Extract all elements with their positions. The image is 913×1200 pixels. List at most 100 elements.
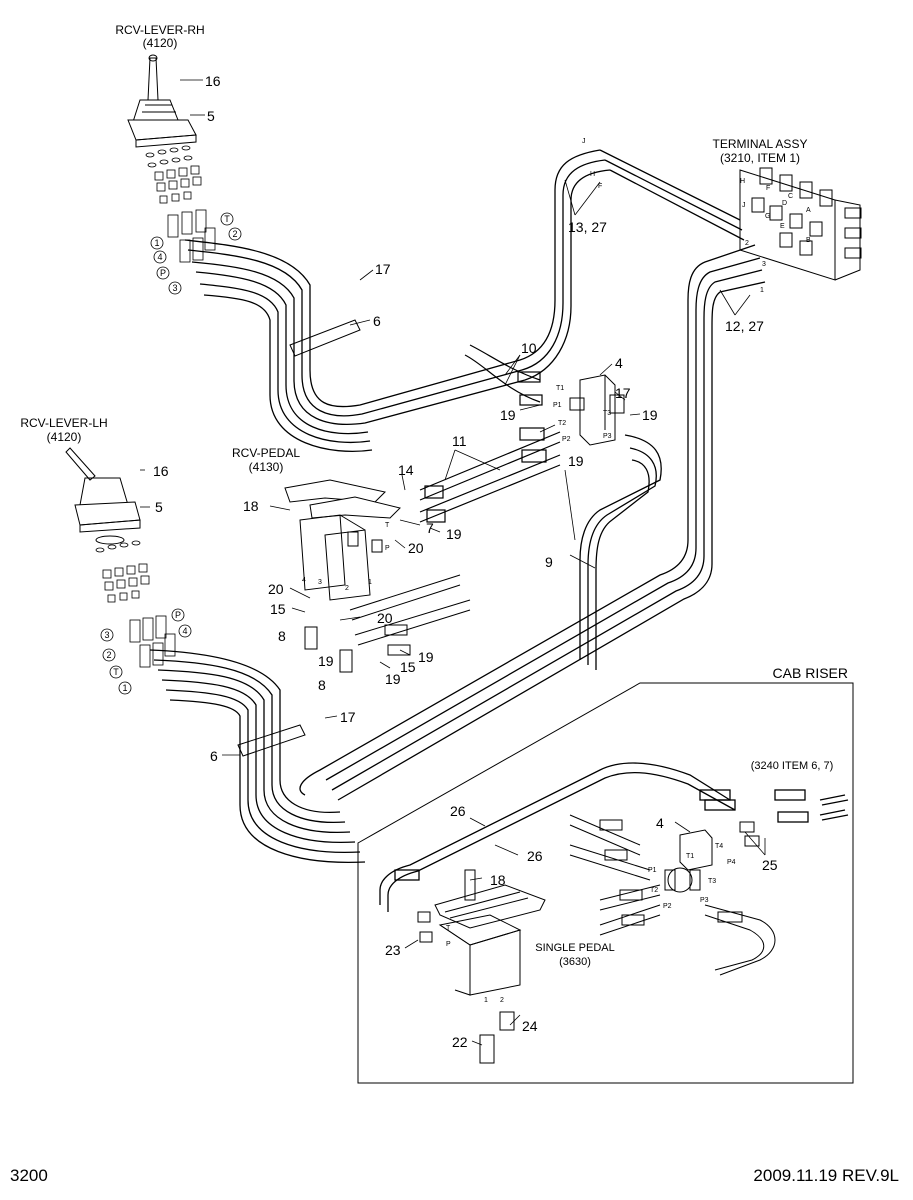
lh-port-circle bbox=[102, 648, 116, 662]
callout-15-a: 15 bbox=[270, 601, 286, 617]
port-t2: T2 bbox=[558, 420, 566, 427]
hose-tag-3: 3 bbox=[762, 261, 766, 268]
block-4 bbox=[569, 374, 625, 446]
pedal-port-p: P bbox=[385, 545, 390, 552]
callout-6-lh: 6 bbox=[210, 748, 218, 764]
rh-port-text: 2 bbox=[232, 229, 237, 239]
callout-16-lh: 16 bbox=[153, 463, 169, 479]
callout-4-cab: 4 bbox=[656, 815, 664, 831]
hose-11 bbox=[419, 427, 561, 523]
lh-hose-bundle bbox=[149, 649, 366, 864]
port-p3: P3 bbox=[603, 433, 612, 440]
lh-port-text: T bbox=[113, 667, 119, 677]
callout-17-block: 17 bbox=[615, 385, 631, 401]
callout-24: 24 bbox=[522, 1018, 538, 1034]
terminal-port-A: A bbox=[806, 207, 811, 214]
lh-port-circle bbox=[100, 628, 114, 642]
callout-14: 14 bbox=[398, 462, 414, 478]
lh-port-circle bbox=[109, 665, 123, 679]
rh-port-circle bbox=[168, 281, 182, 295]
hose-tag-j: J bbox=[582, 138, 586, 145]
cab-riser-hoses bbox=[379, 762, 849, 912]
callout-22: 22 bbox=[452, 1034, 468, 1050]
lh-port-text: 1 bbox=[122, 683, 127, 693]
rh-port-text: T bbox=[224, 214, 230, 224]
rh-port-circle bbox=[156, 266, 170, 280]
terminal-assy-label: TERMINAL ASSY bbox=[713, 137, 808, 151]
callout-19-b: 19 bbox=[642, 407, 658, 423]
hose-tag-1: 1 bbox=[760, 287, 764, 294]
item-ref-label: (3240 ITEM 6, 7) bbox=[751, 760, 834, 772]
single-port-2: 2 bbox=[500, 997, 504, 1004]
callout-18-cab: 18 bbox=[490, 872, 506, 888]
callout-6-rh: 6 bbox=[373, 313, 381, 329]
rh-clamp bbox=[289, 319, 361, 357]
single-pedal-label: SINGLE PEDAL bbox=[535, 942, 614, 954]
pedal-port-4: 4 bbox=[302, 577, 306, 584]
cab-riser-label: CAB RISER bbox=[773, 665, 848, 681]
cab-port-p4: P4 bbox=[727, 859, 736, 866]
callout-10: 10 bbox=[521, 340, 537, 356]
hose-tag-2: 2 bbox=[745, 240, 749, 247]
terminal-port-F: F bbox=[766, 185, 770, 192]
page-number: 3200 bbox=[10, 1166, 48, 1185]
cab-port-t1: T1 bbox=[686, 853, 694, 860]
cab-block-4 bbox=[664, 821, 760, 893]
terminal-port-B: B bbox=[806, 237, 811, 244]
callout-7: 7 bbox=[426, 520, 434, 536]
lh-port-circle bbox=[118, 681, 132, 695]
callout-19-a: 19 bbox=[500, 407, 516, 423]
rcv-lever-lh bbox=[65, 447, 141, 545]
lh-port-text: 3 bbox=[104, 630, 109, 640]
lh-fittings bbox=[129, 615, 176, 668]
single-port-p: P bbox=[446, 941, 451, 948]
terminal-port-E: E bbox=[780, 223, 785, 230]
rcv-lever-lh-label: RCV-LEVER-LH bbox=[20, 416, 107, 430]
cab-riser-box bbox=[357, 682, 854, 1084]
lh-port-circle bbox=[171, 608, 185, 622]
callout-4-main: 4 bbox=[615, 355, 623, 371]
rcv-lever-rh-label: RCV-LEVER-RH bbox=[115, 23, 204, 37]
single-port-t: T bbox=[446, 925, 451, 932]
rh-port-text: 4 bbox=[157, 252, 162, 262]
callout-26-a: 26 bbox=[450, 803, 466, 819]
terminal-assy-ref: (3210, ITEM 1) bbox=[720, 151, 800, 165]
terminal-port-J: J bbox=[742, 202, 746, 209]
rh-port-circle bbox=[153, 250, 167, 264]
terminal-port-D: D bbox=[782, 200, 787, 207]
port-p2: P2 bbox=[562, 436, 571, 443]
callout-19-g: 19 bbox=[385, 671, 401, 687]
callout-17-lh: 17 bbox=[340, 709, 356, 725]
lh-port-circles bbox=[100, 608, 192, 695]
callout-15-b: 15 bbox=[400, 659, 416, 675]
callout-8-a: 8 bbox=[278, 628, 286, 644]
fittings-8 bbox=[304, 626, 353, 673]
cab-port-p3: P3 bbox=[700, 897, 709, 904]
rh-hose-to-terminal bbox=[599, 149, 745, 241]
hose-9 bbox=[579, 434, 662, 670]
callout-25: 25 bbox=[762, 857, 778, 873]
revision-date: 2009.11.19 REV.9L bbox=[753, 1166, 899, 1185]
rcv-pedal bbox=[284, 479, 401, 601]
pedal-lines bbox=[349, 574, 471, 656]
rh-nuts bbox=[145, 145, 202, 204]
rh-port-circle bbox=[228, 227, 242, 241]
single-pedal-code: (3630) bbox=[559, 956, 591, 968]
terminal-port-G: G bbox=[765, 213, 770, 220]
callout-12-27: 12, 27 bbox=[725, 318, 764, 334]
terminal-assy bbox=[739, 167, 862, 281]
port-t3: T3 bbox=[603, 410, 611, 417]
callout-20-b: 20 bbox=[268, 581, 284, 597]
rh-port-text: P bbox=[160, 268, 166, 278]
port-p1: P1 bbox=[553, 402, 562, 409]
rh-port-circle bbox=[220, 212, 234, 226]
rh-port-text: 3 bbox=[172, 283, 177, 293]
callout-19-c: 19 bbox=[568, 453, 584, 469]
rcv-lever-rh bbox=[127, 54, 197, 148]
callout-5-rh: 5 bbox=[207, 108, 215, 124]
lh-nuts bbox=[95, 540, 150, 603]
lh-port-circle bbox=[178, 624, 192, 638]
cab-side-lines bbox=[569, 814, 776, 976]
callout-leaders bbox=[140, 79, 766, 1046]
